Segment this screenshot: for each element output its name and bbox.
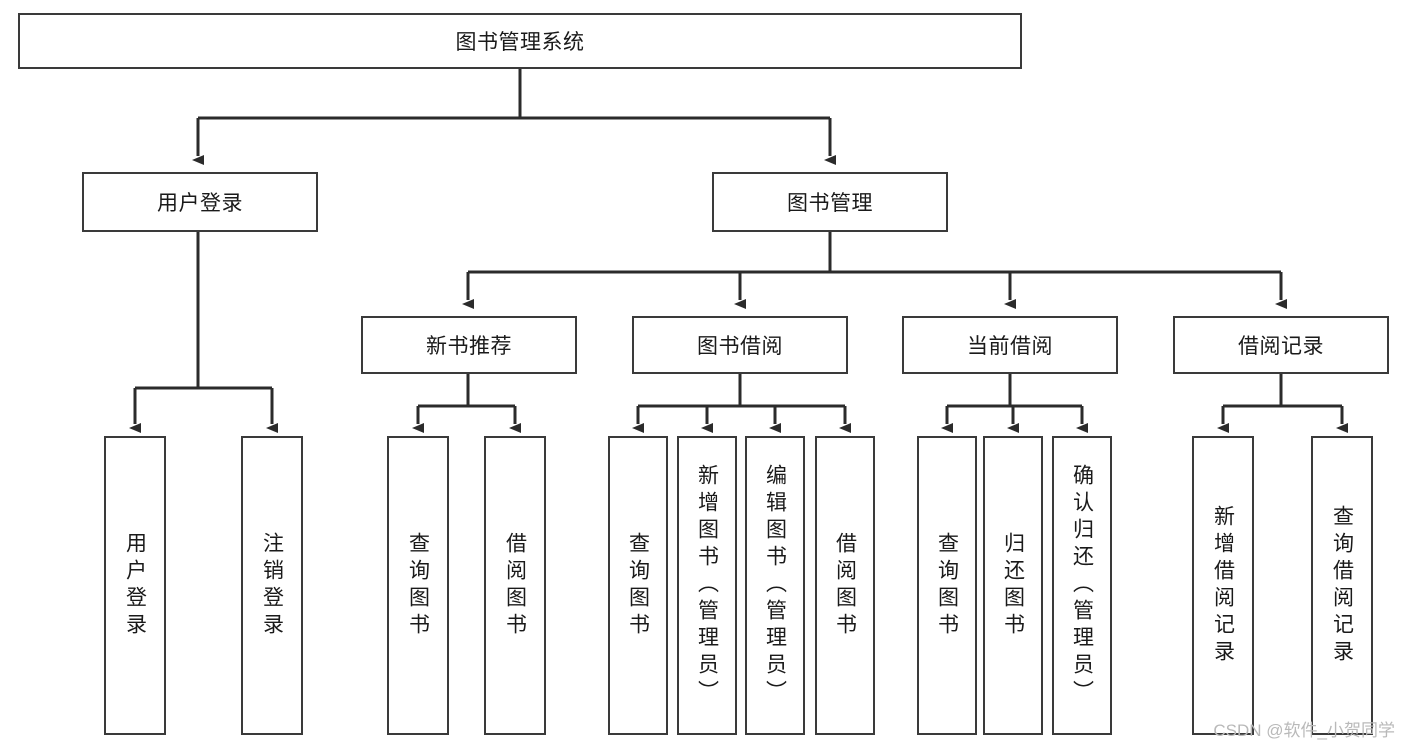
- node-leaf-label: 查询借阅记录: [1330, 504, 1354, 667]
- node-leaf-current-query-book[interactable]: 查询图书: [917, 436, 977, 735]
- node-leaf-record-add[interactable]: 新增借阅记录: [1192, 436, 1254, 735]
- node-leaf-borrow-add-book-admin[interactable]: 新增图书（管理员）: [677, 436, 737, 735]
- node-leaf-new-book-query[interactable]: 查询图书: [387, 436, 449, 735]
- node-user-login-label: 用户登录: [157, 192, 243, 215]
- node-leaf-label: 查询图书: [406, 531, 430, 640]
- node-book-management-label: 图书管理: [787, 192, 873, 215]
- csdn-watermark: CSDN @软件_小贺同学: [1213, 721, 1395, 740]
- node-current-borrow-label: 当前借阅: [967, 335, 1053, 358]
- node-leaf-user-login-login[interactable]: 用户登录: [104, 436, 166, 735]
- node-leaf-label: 查询图书: [626, 531, 650, 640]
- node-leaf-current-confirm-return-admin[interactable]: 确认归还（管理员）: [1052, 436, 1112, 735]
- node-user-login[interactable]: 用户登录: [82, 172, 318, 232]
- node-leaf-label: 查询图书: [935, 531, 959, 640]
- node-leaf-borrow-edit-book-admin[interactable]: 编辑图书（管理员）: [745, 436, 805, 735]
- node-leaf-current-return-book[interactable]: 归还图书: [983, 436, 1043, 735]
- node-borrow-record-label: 借阅记录: [1238, 335, 1324, 358]
- node-book-borrow-label: 图书借阅: [697, 335, 783, 358]
- node-book-borrow[interactable]: 图书借阅: [632, 316, 848, 374]
- node-leaf-label: 用户登录: [123, 531, 147, 640]
- node-leaf-label: 借阅图书: [833, 531, 857, 640]
- node-leaf-label: 注销登录: [260, 531, 284, 640]
- node-root-book-management-system[interactable]: 图书管理系统: [18, 13, 1022, 69]
- node-root-label: 图书管理系统: [455, 31, 585, 54]
- node-new-book-recommend-label: 新书推荐: [426, 335, 512, 358]
- node-leaf-label: 新增图书（管理员）: [695, 464, 719, 707]
- node-current-borrow[interactable]: 当前借阅: [902, 316, 1118, 374]
- node-leaf-borrow-query-book[interactable]: 查询图书: [608, 436, 668, 735]
- node-leaf-label: 确认归还（管理员）: [1070, 464, 1094, 707]
- node-borrow-record[interactable]: 借阅记录: [1173, 316, 1389, 374]
- node-leaf-label: 新增借阅记录: [1211, 504, 1235, 667]
- node-leaf-new-book-borrow[interactable]: 借阅图书: [484, 436, 546, 735]
- node-leaf-record-query[interactable]: 查询借阅记录: [1311, 436, 1373, 735]
- node-leaf-label: 借阅图书: [503, 531, 527, 640]
- node-book-management[interactable]: 图书管理: [712, 172, 948, 232]
- node-leaf-borrow-borrow-book[interactable]: 借阅图书: [815, 436, 875, 735]
- node-leaf-label: 编辑图书（管理员）: [763, 464, 787, 707]
- node-leaf-user-login-logout[interactable]: 注销登录: [241, 436, 303, 735]
- node-leaf-label: 归还图书: [1001, 531, 1025, 640]
- node-new-book-recommend[interactable]: 新书推荐: [361, 316, 577, 374]
